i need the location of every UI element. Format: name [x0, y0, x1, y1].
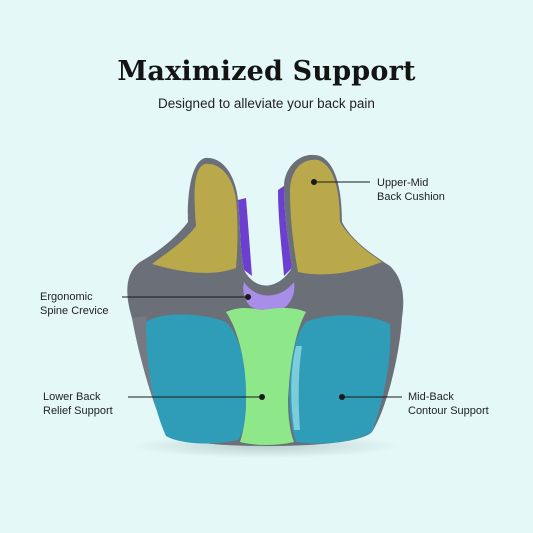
- callout-mid-back: Mid-Back Contour Support: [408, 390, 489, 418]
- mid-zone-right-highlight: [291, 346, 302, 430]
- mid-zone-right: [289, 315, 391, 444]
- callout-spine-line1: Ergonomic: [40, 291, 93, 303]
- page-subtitle: Designed to alleviate your back pain: [158, 96, 375, 111]
- page-title: Maximized Support: [117, 56, 416, 87]
- callout-upper-mid-line1: Upper-Mid: [377, 177, 429, 189]
- callout-lower: Lower Back Relief Support: [43, 390, 113, 418]
- pointer-dot-mid-back: [339, 394, 345, 400]
- pointer-dot-spine: [245, 294, 251, 300]
- inner-left-strip: [238, 198, 252, 276]
- callout-dots: [245, 179, 345, 400]
- callout-lower-line2: Relief Support: [43, 405, 113, 417]
- upper-zone-left: [152, 163, 238, 273]
- inner-right-strip: [278, 186, 292, 276]
- callout-lower-line1: Lower Back: [43, 391, 101, 403]
- spine-zone: [243, 282, 295, 311]
- callout-spine: Ergonomic Spine Crevice: [40, 290, 108, 318]
- upper-zone-right: [290, 159, 382, 275]
- callout-spine-line2: Spine Crevice: [40, 305, 109, 317]
- callout-upper-mid: Upper-Mid Back Cushion: [377, 176, 445, 204]
- pointer-dot-lower: [259, 394, 265, 400]
- mid-zone-left: [146, 314, 246, 444]
- callout-mid-back-line2: Contour Support: [408, 405, 489, 417]
- lower-zone: [226, 308, 306, 445]
- callout-pointers: [122, 181, 402, 398]
- pointer-dot-upper-mid: [311, 179, 317, 185]
- callout-mid-back-line1: Mid-Back: [408, 391, 454, 403]
- callout-upper-mid-line2: Back Cushion: [377, 191, 445, 203]
